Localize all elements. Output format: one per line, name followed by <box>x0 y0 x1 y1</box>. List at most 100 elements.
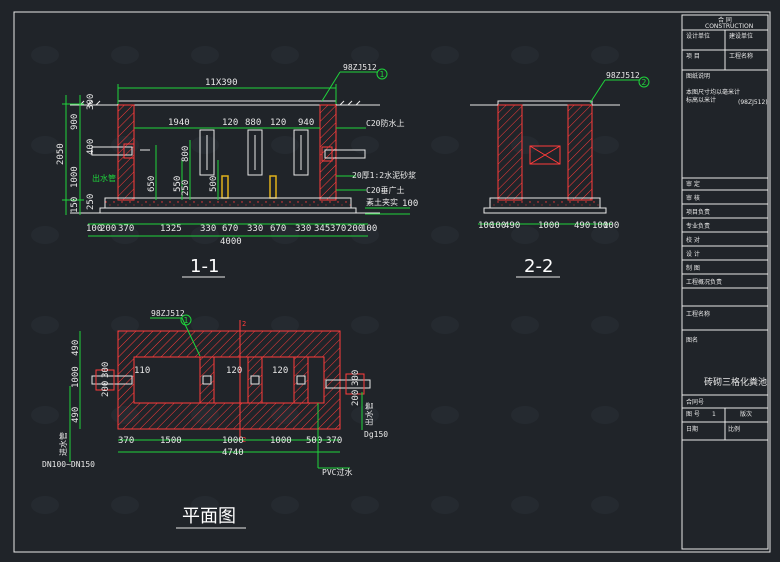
tb-sign: 设 计 <box>686 250 700 258</box>
section-2-2[interactable]: 98ZJ512 2 100 100 490 1000 490 100 100 2… <box>470 71 650 278</box>
title-block[interactable]: 合 同 CONSTRUCTION 设计单位 建设单位 项 目 工程名称 图纸说明… <box>681 14 769 550</box>
note: 100 <box>402 199 418 209</box>
tb-cell: 项 目 <box>686 53 700 60</box>
ref-num: 1 <box>184 316 189 325</box>
ref-code: 98ZJ512 <box>606 71 640 80</box>
tb-project: 工程名称 <box>686 310 710 318</box>
pvc-note: PVC过水 <box>322 467 352 477</box>
tb-cell: 建设单位 <box>729 32 753 40</box>
bottom-dim: 370 <box>118 436 134 446</box>
watermark-tiles <box>31 46 619 514</box>
inner-dim: 1940 <box>168 118 190 128</box>
ref-num: 2 <box>642 78 647 87</box>
bottom-dim: 490 <box>574 221 590 231</box>
inner-dim: 120 <box>270 118 286 128</box>
ref-code: 98ZJ512 <box>343 63 377 72</box>
top-span-dim: 11X390 <box>205 78 238 88</box>
pipe-dim: 300 <box>101 362 111 378</box>
tb-header-en: CONSTRUCTION <box>705 23 753 30</box>
inner-label: 120 <box>226 366 242 376</box>
ref-code: 98ZJ512 <box>151 309 185 318</box>
tb-cell: 工程名称 <box>729 52 753 60</box>
inner-dim: 880 <box>245 118 261 128</box>
inlet-label: 进水管 <box>58 432 68 456</box>
tb-sign: 专业负责 <box>686 222 710 230</box>
outlet-size: Dg150 <box>364 430 388 439</box>
bottom-dim: 490 <box>504 221 520 231</box>
side-dim: 490 <box>71 340 81 356</box>
left-dim: 900 <box>70 114 80 130</box>
bottom-dim: 100 <box>490 221 506 231</box>
tb-sign: 工程概况负责 <box>686 278 722 286</box>
tb-date: 日期 <box>686 425 698 433</box>
bottom-dim: 1500 <box>160 436 182 446</box>
tb-sheet-label: 图 号 <box>686 411 700 418</box>
ref-num: 1 <box>380 70 385 79</box>
outlet-label: 出水管 <box>364 402 374 426</box>
section-mark: 2 <box>242 320 246 328</box>
bottom-dim: 500 <box>306 436 322 446</box>
tb-cell: 图纸说明 <box>686 72 710 80</box>
left-dim: 400 <box>86 139 96 155</box>
bottom-dim: 370 <box>326 436 342 446</box>
inner-label: 110 <box>134 366 150 376</box>
plan-label: 平面图 <box>182 506 236 527</box>
section-label: 1-1 <box>190 256 219 277</box>
tb-sign: 制 图 <box>686 264 700 272</box>
bottom-dim: 1000 <box>538 221 560 231</box>
bottom-dim: 345 <box>314 224 330 234</box>
pipe-dim: 300 <box>351 370 361 386</box>
bottom-dim: 670 <box>270 224 286 234</box>
left-dim: 150 <box>70 197 80 213</box>
tb-cell: 设计单位 <box>686 32 710 40</box>
inner-label: 120 <box>272 366 288 376</box>
mid-dim: 650 <box>147 176 157 192</box>
left-dim: 1000 <box>70 166 80 188</box>
note: C20防水上 <box>366 118 404 128</box>
bottom-dim: 200 <box>347 224 363 234</box>
bottom-dim: 370 <box>118 224 134 234</box>
bottom-dim: 330 <box>295 224 311 234</box>
note: C20垂广土 <box>366 185 404 195</box>
section-1-1[interactable]: 11X390 98ZJ512 1 1940 120 880 120 940 30… <box>56 63 418 278</box>
tb-scale: 比例 <box>728 425 740 433</box>
tb-note: 标高以米计 <box>686 96 716 104</box>
bottom-dim: 100 <box>478 221 494 231</box>
inlet-size: DN100~DN150 <box>42 460 95 469</box>
tb-sign: 审 定 <box>686 180 700 188</box>
bottom-dim: 100 <box>86 224 102 234</box>
mid-dim: 550 <box>173 176 183 192</box>
tb-drawing-title: 砖砌三格化粪池 <box>704 376 767 388</box>
section-label: 2-2 <box>524 256 553 277</box>
outlet-note: 出水管 <box>92 173 116 183</box>
tb-note: 本图尺寸均以毫米计 <box>686 88 740 96</box>
tb-sign: 校 对 <box>686 236 700 244</box>
side-dim: 490 <box>71 407 81 423</box>
inner-dim: 120 <box>222 118 238 128</box>
left-dim: 250 <box>86 194 96 210</box>
plan-view[interactable]: 2 2 98ZJ512 1 110 120 120 120 490 1000 4… <box>42 309 388 529</box>
bottom-dim: 1000 <box>270 436 292 446</box>
tb-note: (98ZJ512) <box>738 99 768 106</box>
tb-contract: 合同号 <box>686 398 704 406</box>
tb-drawing-name: 图名 <box>686 336 698 344</box>
note: 素土夹实 <box>366 197 398 207</box>
mid-dim: 500 <box>209 176 219 192</box>
pipe-dim: 200 <box>351 390 361 406</box>
note: 20厚1:2水泥砂浆 <box>352 170 416 180</box>
bottom-dim: 100 <box>603 221 619 231</box>
tb-header: 合 同 <box>718 16 732 24</box>
tb-sign: 项目负责 <box>686 208 710 216</box>
mid-dim: 250 <box>181 180 191 196</box>
tb-sheet-no: 1 <box>712 411 716 418</box>
left-dim: 2050 <box>56 143 66 165</box>
bottom-dim: 100 <box>361 224 377 234</box>
bottom-dim: 370 <box>330 224 346 234</box>
bottom-dim: 670 <box>222 224 238 234</box>
inner-dim: 940 <box>298 118 314 128</box>
side-dim: 1000 <box>71 366 81 388</box>
left-dim: 300 <box>86 94 96 110</box>
tb-sign: 审 核 <box>686 194 700 202</box>
